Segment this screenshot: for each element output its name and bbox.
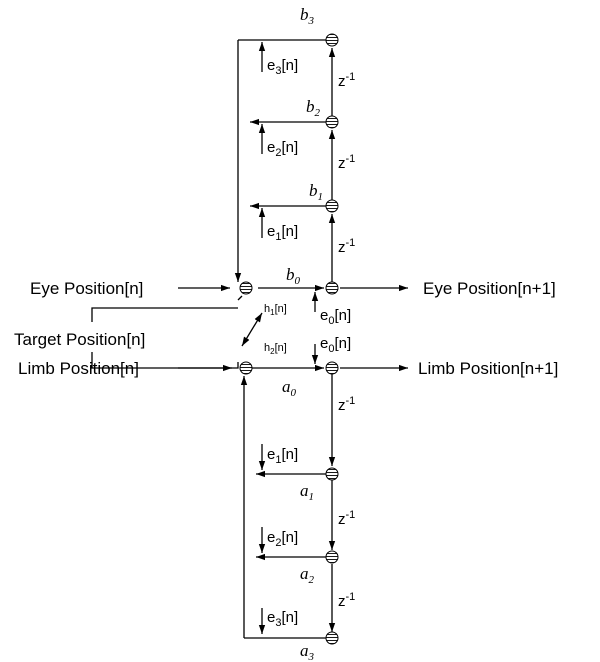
eye-input-label: Eye Position[n] — [30, 279, 143, 298]
limb-gain-a3: a3 — [300, 641, 315, 662]
eye-delay-label-2: z-1 — [338, 153, 355, 172]
limb-output-label: Limb Position[n+1] — [418, 359, 558, 378]
eye-gain-b2: b2 — [306, 97, 321, 119]
target-eye-join — [237, 295, 243, 301]
limb-gain-a0: a0 — [282, 377, 297, 399]
limb-error-e3: e3[n] — [267, 609, 298, 629]
limb-delay-label-3: z-1 — [338, 591, 355, 610]
eye-lattice — [178, 33, 408, 312]
limb-gain-a2: a2 — [300, 564, 315, 586]
limb-node-a0 — [325, 361, 339, 375]
limb-lattice — [178, 344, 408, 645]
limb-error-e1: e1[n] — [267, 446, 298, 466]
eye-error-e3: e3[n] — [267, 57, 298, 77]
target-input-label: Target Position[n] — [14, 330, 145, 349]
limb-error-e0: e0[n] — [320, 335, 351, 355]
eye-gain-b3: b3 — [300, 5, 315, 27]
coupling-arrow — [241, 312, 263, 347]
limb-input-label: Limb Position[n] — [18, 359, 139, 378]
eye-summing-node — [239, 281, 253, 295]
eye-node-b3 — [325, 33, 339, 47]
eye-gain-b0: b0 — [286, 265, 301, 287]
limb-gain-a1: a1 — [300, 481, 314, 503]
limb-node-a2 — [325, 550, 339, 564]
coupling-h1-label: h1[n] — [264, 303, 287, 317]
limb-node-a1 — [325, 467, 339, 481]
eye-node-b1 — [325, 199, 339, 213]
eye-delay-label-1: z-1 — [338, 237, 355, 256]
limb-delay-label-1: z-1 — [338, 395, 355, 414]
eye-error-e2: e2[n] — [267, 139, 298, 159]
limb-summing-node — [239, 361, 253, 375]
eye-error-e1: e1[n] — [267, 223, 298, 243]
eye-delay-label-3: z-1 — [338, 71, 355, 90]
limb-delay-label-2: z-1 — [338, 509, 355, 528]
eye-error-e0: e0[n] — [320, 307, 351, 327]
eye-gain-b1: b1 — [309, 181, 323, 203]
eye-output-label: Eye Position[n+1] — [423, 279, 556, 298]
limb-node-a3 — [325, 631, 339, 645]
limb-error-e2: e2[n] — [267, 529, 298, 549]
eye-node-b0 — [325, 281, 339, 295]
eye-node-b2 — [325, 115, 339, 129]
coupling-h2-label: h2[n] — [264, 342, 287, 356]
target-line-up — [91, 307, 238, 322]
